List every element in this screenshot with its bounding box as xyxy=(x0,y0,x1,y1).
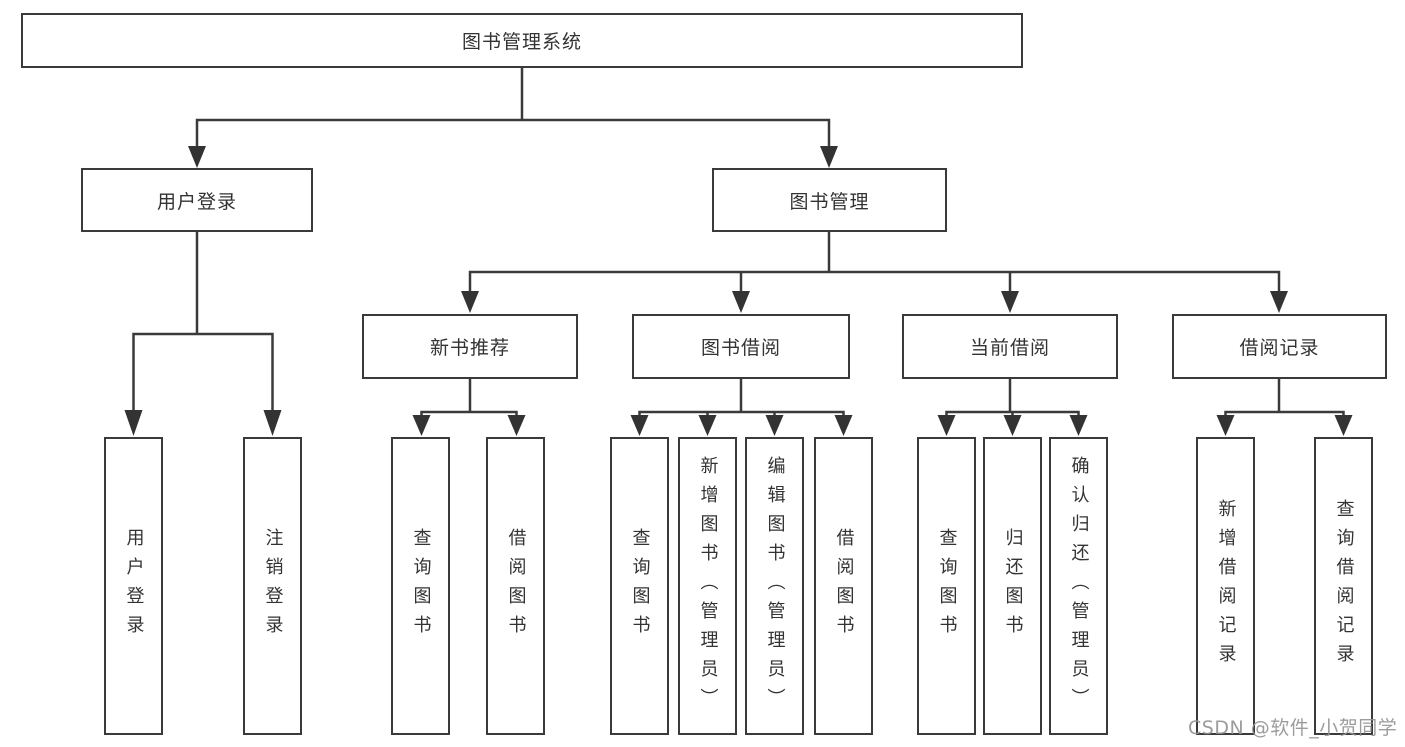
leaf-label: 新增图书（管理员） xyxy=(697,455,719,717)
node-root-system: 图书管理系统 xyxy=(21,13,1023,68)
leaf-label: 新增借阅记录 xyxy=(1215,499,1237,673)
leaf-query-book: 查询图书 xyxy=(917,437,976,735)
node-label: 图书管理 xyxy=(789,190,870,213)
leaf-logout: 注销登录 xyxy=(243,437,302,735)
leaf-label: 查询图书 xyxy=(936,528,958,644)
leaf-label: 查询图书 xyxy=(410,528,432,644)
node-book-management: 图书管理 xyxy=(712,168,947,232)
leaf-edit-book-admin: 编辑图书（管理员） xyxy=(745,437,804,735)
leaf-add-borrow-record: 新增借阅记录 xyxy=(1196,437,1255,735)
leaf-label: 编辑图书（管理员） xyxy=(764,455,786,717)
watermark: CSDN @软件_小贺同学 xyxy=(1188,717,1398,739)
node-borrow-record: 借阅记录 xyxy=(1172,314,1387,379)
leaf-return-book: 归还图书 xyxy=(983,437,1042,735)
leaf-label: 借阅图书 xyxy=(833,528,855,644)
leaf-label: 归还图书 xyxy=(1002,528,1024,644)
node-current-borrow: 当前借阅 xyxy=(902,314,1118,379)
node-user-login: 用户登录 xyxy=(81,168,313,232)
node-label: 图书借阅 xyxy=(700,337,781,359)
leaf-query-book: 查询图书 xyxy=(391,437,450,735)
leaf-confirm-return-admin: 确认归还（管理员） xyxy=(1049,437,1108,735)
leaf-borrow-book: 借阅图书 xyxy=(486,437,545,735)
leaf-label: 查询借阅记录 xyxy=(1333,499,1355,673)
leaf-query-borrow-record: 查询借阅记录 xyxy=(1314,437,1373,735)
arrowhead-icons xyxy=(124,146,1353,436)
leaf-label: 借阅图书 xyxy=(505,528,527,644)
leaf-label: 用户登录 xyxy=(123,528,145,644)
leaf-add-book-admin: 新增图书（管理员） xyxy=(678,437,737,735)
node-label: 图书管理系统 xyxy=(461,31,582,53)
node-label: 新书推荐 xyxy=(429,337,510,359)
leaf-label: 确认归还（管理员） xyxy=(1068,455,1090,717)
node-new-book-recommend: 新书推荐 xyxy=(362,314,578,379)
leaf-query-book: 查询图书 xyxy=(610,437,669,735)
leaf-label: 注销登录 xyxy=(262,528,284,644)
leaf-label: 查询图书 xyxy=(629,528,651,644)
leaf-borrow-book: 借阅图书 xyxy=(814,437,873,735)
node-label: 用户登录 xyxy=(156,190,237,213)
node-label: 借阅记录 xyxy=(1239,337,1320,359)
node-label: 当前借阅 xyxy=(969,337,1050,359)
leaf-user-login: 用户登录 xyxy=(104,437,163,735)
node-book-borrow: 图书借阅 xyxy=(632,314,850,379)
